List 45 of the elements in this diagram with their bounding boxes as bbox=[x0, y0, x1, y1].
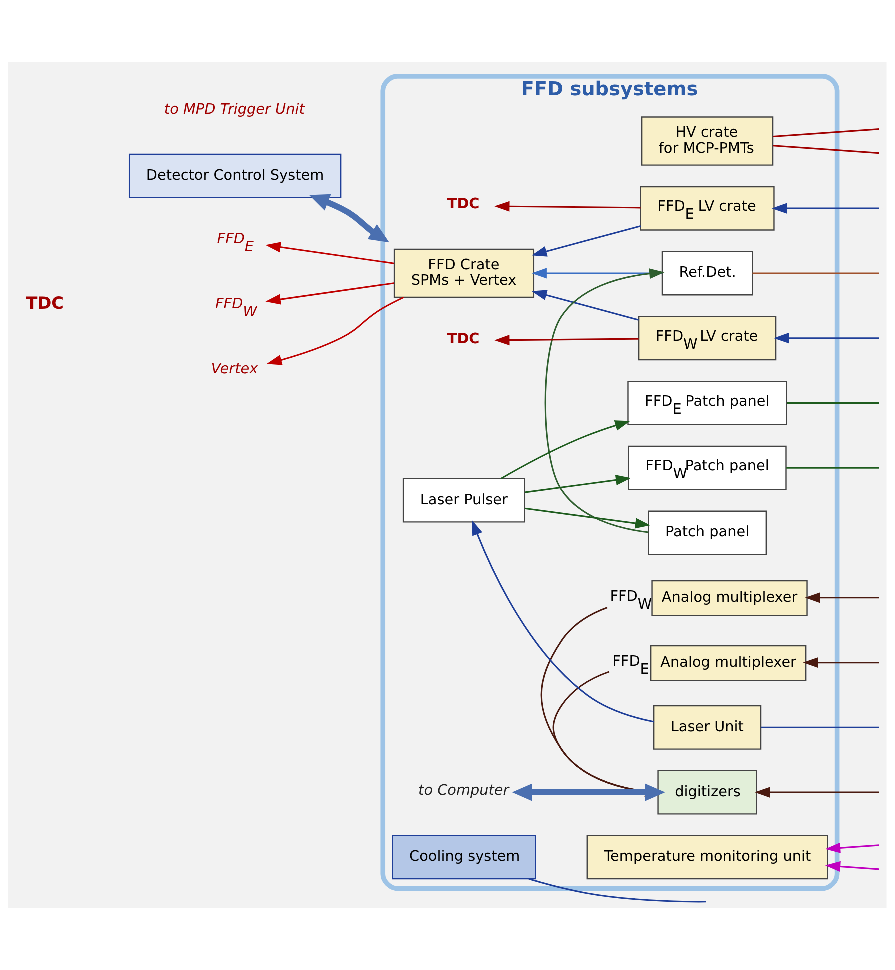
node-box: Laser Unit bbox=[653, 705, 762, 750]
node-box: Temperature monitoring unit bbox=[586, 835, 828, 880]
arrow bbox=[266, 296, 404, 366]
arrow bbox=[494, 201, 641, 212]
connector bbox=[773, 145, 880, 154]
arrow bbox=[266, 282, 394, 305]
connector bbox=[752, 272, 880, 274]
arrow bbox=[772, 203, 880, 214]
arrow bbox=[774, 333, 880, 344]
node-box: Detector Control System bbox=[129, 154, 342, 198]
arrow bbox=[532, 225, 642, 257]
arrow bbox=[524, 508, 651, 529]
label: TDC bbox=[26, 293, 64, 314]
node-box: HV crate for MCP-PMTs bbox=[641, 116, 774, 166]
node-text: TDC bbox=[447, 331, 480, 348]
arrow bbox=[754, 787, 880, 798]
arrow bbox=[532, 290, 639, 321]
arrow bbox=[309, 194, 390, 243]
arrow bbox=[825, 861, 880, 872]
arrow bbox=[266, 242, 394, 264]
node-box: Laser Pulser bbox=[402, 478, 526, 523]
arrow bbox=[512, 784, 666, 802]
arrow bbox=[500, 420, 630, 480]
node-box: Ref.Det. bbox=[662, 251, 754, 296]
arrow bbox=[805, 592, 880, 604]
label: to MPD Trigger Unit bbox=[164, 102, 305, 118]
node-box: Cooling system bbox=[392, 835, 536, 880]
arrow bbox=[532, 268, 662, 279]
node-box: FFD Crate SPMs + Vertex bbox=[394, 248, 535, 298]
arrow bbox=[803, 657, 880, 668]
connector bbox=[787, 402, 880, 404]
arrow bbox=[825, 842, 880, 854]
node-text: to Computer bbox=[418, 783, 510, 800]
arrow bbox=[524, 475, 632, 494]
arrow bbox=[494, 335, 639, 346]
connector bbox=[786, 467, 880, 469]
connector bbox=[773, 128, 880, 138]
node-text: TDC bbox=[447, 196, 480, 213]
node-text: Vertex bbox=[211, 361, 258, 378]
connector bbox=[528, 878, 706, 903]
arrow bbox=[472, 520, 654, 723]
node-box: Patch panel bbox=[648, 510, 768, 556]
connector bbox=[761, 726, 880, 728]
node-box: digitizers bbox=[658, 770, 758, 815]
arrow bbox=[544, 268, 665, 534]
